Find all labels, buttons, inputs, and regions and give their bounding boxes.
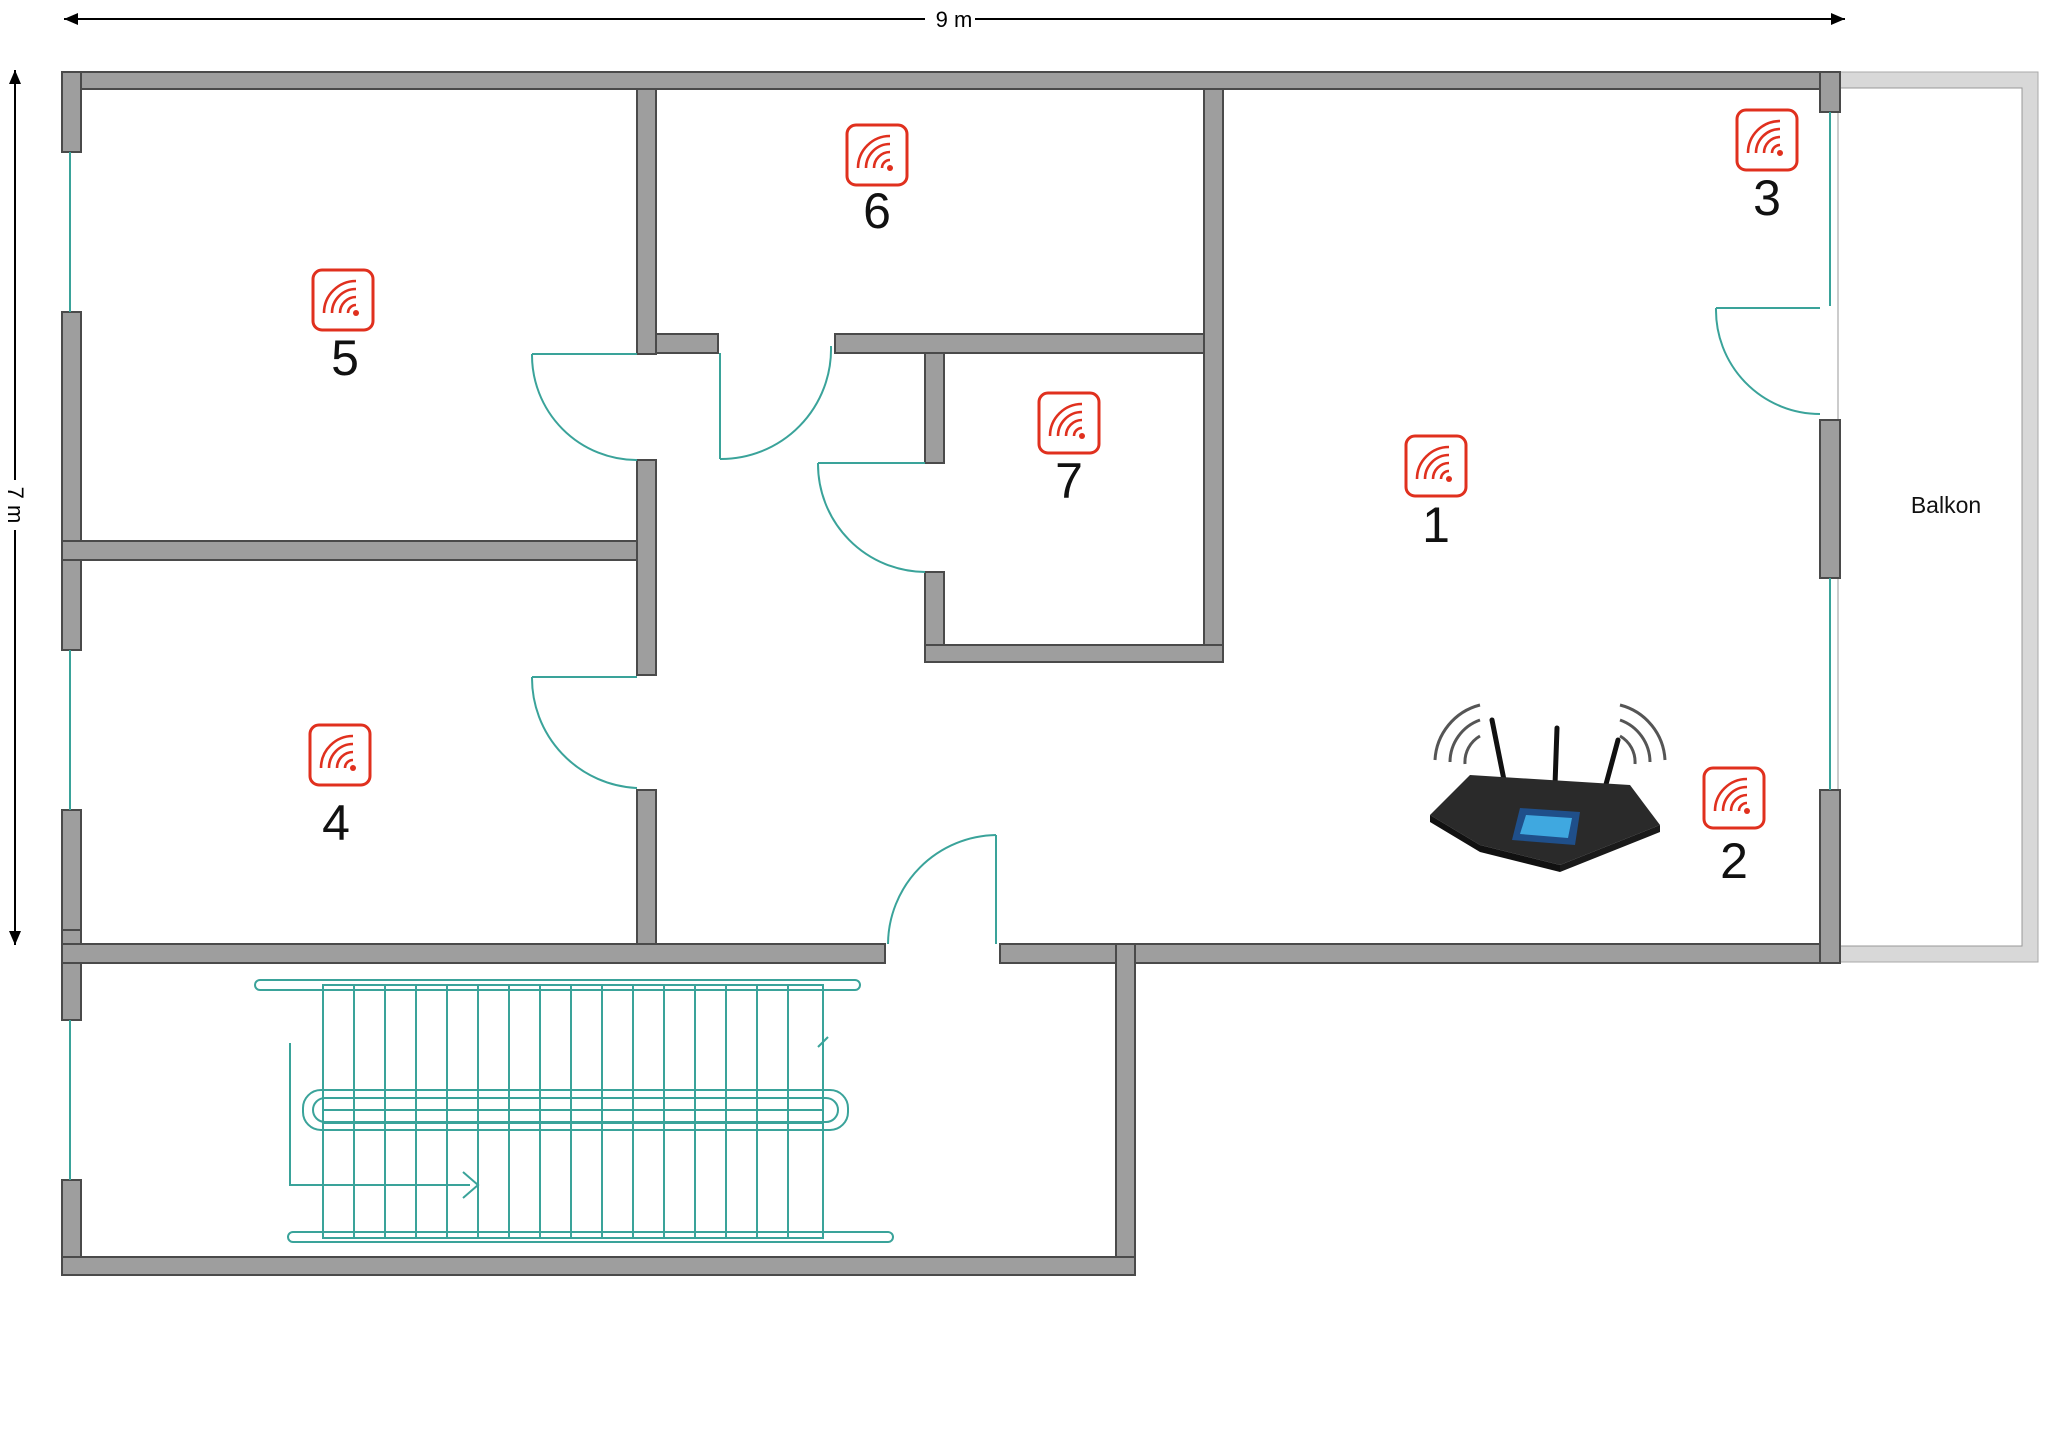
sensor-2: 2 — [1702, 766, 1766, 889]
wifi-signal-icon — [1037, 391, 1101, 455]
sensor-5: 5 — [311, 268, 375, 386]
wifi-signal-icon — [845, 123, 909, 187]
sensor-5-label: 5 — [331, 330, 359, 386]
sensor-1: 1 — [1404, 434, 1468, 553]
wifi-signal-icon — [1702, 766, 1766, 830]
sensor-6-label: 6 — [863, 183, 891, 239]
door-room-4 — [530, 676, 638, 789]
door-room-5 — [530, 353, 638, 461]
sensor-1-label: 1 — [1422, 497, 1450, 553]
sensor-2-label: 2 — [1720, 833, 1748, 889]
door-entrance — [887, 834, 997, 945]
width-label: 9 m — [936, 7, 973, 32]
height-label: 7 m — [3, 487, 28, 524]
wifi-signal-icon — [1735, 108, 1799, 172]
door-room-7 — [816, 462, 926, 573]
sensor-7-label: 7 — [1055, 453, 1083, 509]
balcony: Balkon — [1837, 71, 2039, 963]
windows — [69, 112, 1831, 1180]
balcony-label: Balkon — [1911, 492, 1981, 518]
walls — [61, 71, 1841, 1276]
sensor-7: 7 — [1037, 391, 1101, 509]
doors — [530, 307, 1821, 945]
wifi-signal-icon — [1404, 434, 1468, 498]
router-icon — [1430, 703, 1667, 872]
wifi-signal-icon — [308, 723, 372, 787]
wifi-signal-icon — [311, 268, 375, 332]
sensor-4: 4 — [308, 723, 372, 851]
sensor-3: 3 — [1735, 108, 1799, 226]
door-balcony — [1714, 307, 1821, 415]
sensor-6: 6 — [845, 123, 909, 239]
sensor-4-label: 4 — [322, 795, 350, 851]
door-room-6 — [719, 345, 833, 461]
staircase — [254, 979, 894, 1243]
width-dimension: 9 m — [64, 6, 1845, 32]
height-dimension: 7 m — [3, 70, 28, 945]
sensor-3-label: 3 — [1753, 170, 1781, 226]
